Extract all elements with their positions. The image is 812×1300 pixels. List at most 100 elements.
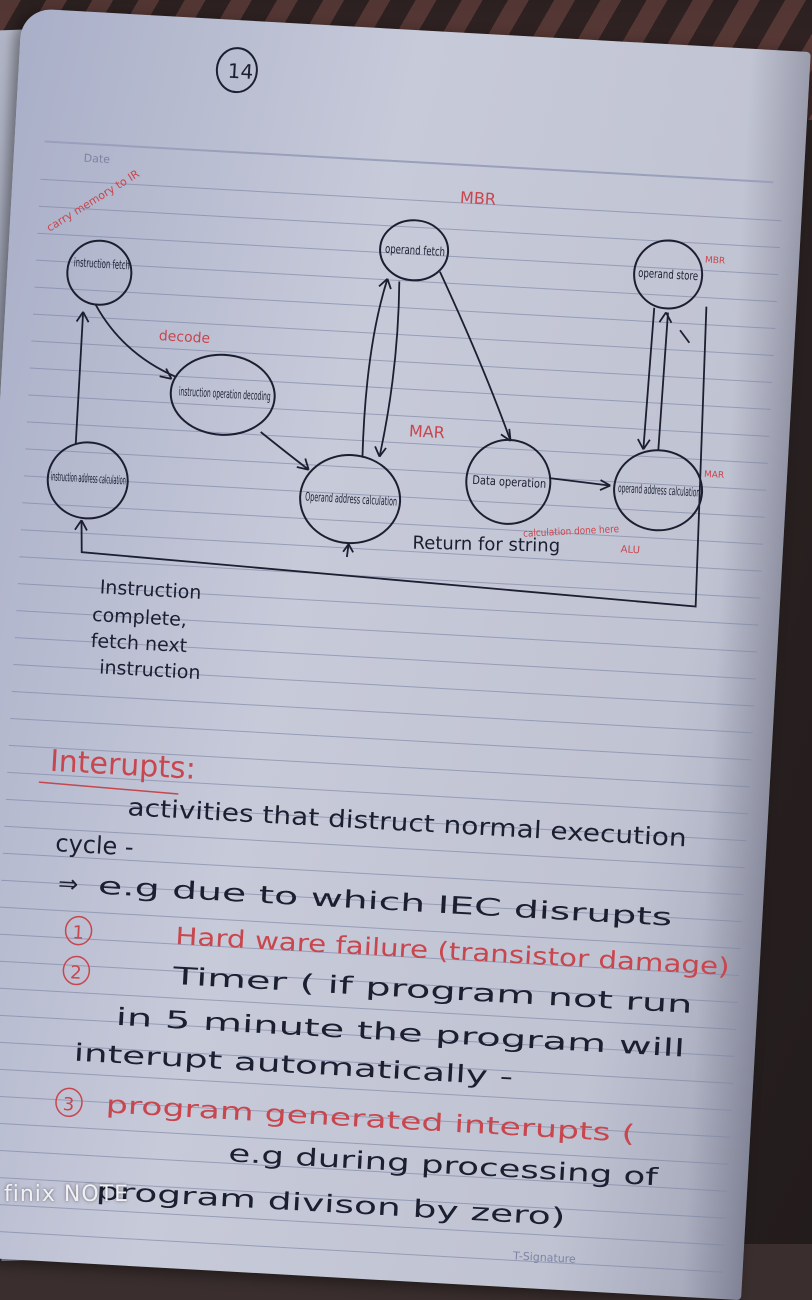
ruled-line: [20, 529, 762, 572]
ruled-line: [0, 1149, 728, 1192]
notes-arrow: ⇒: [57, 869, 79, 898]
ruled-line: [0, 1014, 735, 1057]
ruled-line: [35, 259, 777, 303]
ruled-line: [28, 394, 770, 437]
ruled-line: [0, 987, 737, 1030]
label-carry-memory: carry memory to IR: [44, 167, 142, 234]
notes-line-1: activities that distruct normal executio…: [127, 793, 688, 852]
ruled-line: [23, 475, 765, 518]
node-operand-store: [633, 239, 704, 310]
ruled-line: [26, 421, 768, 464]
node-operand-address-left: [299, 454, 402, 545]
notes-number-2: 2: [70, 962, 83, 984]
ruled-line: [32, 313, 774, 357]
ruled-line: [0, 1176, 726, 1219]
ruled-line: [0, 1068, 732, 1111]
instruction-complete-line-2: complete,: [92, 604, 188, 631]
number-circle-3: [55, 1087, 83, 1118]
node-label-operand-store: operand store: [638, 266, 699, 283]
label-mbr-small: MBR: [705, 256, 726, 267]
ruled-line: [10, 717, 752, 761]
ruled-line: [0, 906, 741, 950]
instruction-complete-line-1: Instruction: [99, 576, 202, 604]
ruled-line: [0, 1122, 729, 1165]
node-instruction-decoding: [169, 353, 276, 436]
node-label-data-operation: Data operation: [472, 473, 547, 491]
notes-line-8: program generated interupts (: [105, 1090, 636, 1148]
notes-line-2: cycle -: [55, 829, 135, 861]
ruled-line: [8, 744, 750, 788]
ruled-line: [0, 1230, 723, 1273]
arrow-decode-to-operand-addr: [260, 431, 310, 471]
ruled-line: [7, 771, 749, 815]
instruction-complete-line-3: fetch next: [90, 630, 188, 657]
ruled-line: [38, 205, 780, 249]
node-instruction-address: [46, 441, 129, 520]
ruled-line: [13, 664, 755, 707]
label-mar: MAR: [408, 421, 445, 442]
number-circle-2: [62, 955, 91, 986]
label-mbr: MBR: [460, 188, 497, 209]
page-number: 14: [227, 59, 254, 84]
arrow-store-to-addr: [642, 307, 656, 450]
ruled-line: [31, 340, 773, 383]
label-alu: ALU: [620, 544, 640, 556]
ruled-line: [0, 1203, 725, 1246]
ruled-line: [34, 286, 776, 330]
ruled-line: [29, 367, 771, 410]
node-label-instruction-fetch: instruction fetch: [73, 255, 130, 272]
ruled-line: [40, 178, 782, 222]
page-ink: 14 Date: [0, 47, 782, 1273]
ruled-line: [2, 852, 744, 896]
arrow-return-loop: [80, 306, 708, 608]
label-return-for-string: Return for string: [412, 533, 560, 557]
ruled-line: [19, 556, 761, 599]
label-mar-small: MAR: [704, 470, 725, 481]
notes-line-9: e.g during processing of: [228, 1139, 660, 1191]
label-calc-done: calculation done here: [523, 524, 619, 540]
arrow-addr-to-fetch: [74, 311, 85, 444]
arrow-operand-addr-to-fetch: [361, 278, 389, 458]
node-operand-fetch: [379, 219, 450, 282]
signature-label: T-Signature: [512, 1249, 577, 1266]
notes-heading: Interupts:: [49, 744, 197, 787]
notes-number-3: 3: [62, 1094, 75, 1116]
notebook-page: 14 Date: [0, 8, 811, 1300]
ruled-line: [37, 232, 779, 276]
diagram-arrows: [74, 271, 708, 608]
node-instruction-fetch: [66, 239, 133, 306]
node-label-operand-address-right: operand address calculation: [618, 481, 701, 500]
diagram-node-circles: [46, 219, 704, 545]
instruction-complete-line-4: instruction: [99, 656, 201, 684]
arrow-fetch-to-decode: [94, 304, 177, 379]
date-label: Date: [83, 152, 110, 166]
ruled-line: [1, 879, 743, 923]
node-operand-address-right: [613, 449, 704, 532]
ruled-line: [0, 1041, 734, 1084]
node-label-operand-address-left: Operand address calculation: [305, 490, 398, 509]
ruled-line: [5, 798, 747, 842]
ruled-line: [0, 1095, 731, 1138]
app-watermark: finix NOTE: [4, 1182, 130, 1207]
ruled-line: [25, 448, 767, 491]
arrow-data-to-operand-addr: [550, 477, 611, 487]
ruled-line: [11, 690, 753, 734]
arrow-fetch-to-operand-addr: [378, 281, 401, 457]
ruled-line: [16, 610, 758, 653]
instruction-complete-note: Instruction complete, fetch next instruc…: [90, 576, 202, 684]
ruled-line: [17, 583, 759, 626]
arrow-fetch-to-data: [439, 271, 512, 442]
header-line: [44, 140, 774, 184]
page-number-circle: [215, 47, 258, 94]
ruled-line: [0, 960, 738, 1003]
notes-number-1: 1: [72, 922, 85, 944]
label-decode: decode: [158, 328, 210, 347]
node-label-instruction-address: instruction address calculation: [51, 469, 127, 487]
heading-underline: [38, 781, 179, 795]
ruled-line: [14, 637, 756, 680]
number-circle-1: [64, 915, 93, 946]
node-label-instruction-decoding: instruction operation decoding: [178, 384, 271, 403]
ruled-line: [0, 933, 740, 977]
ruled-line: [4, 825, 746, 869]
node-label-operand-fetch: operand fetch: [385, 242, 446, 259]
